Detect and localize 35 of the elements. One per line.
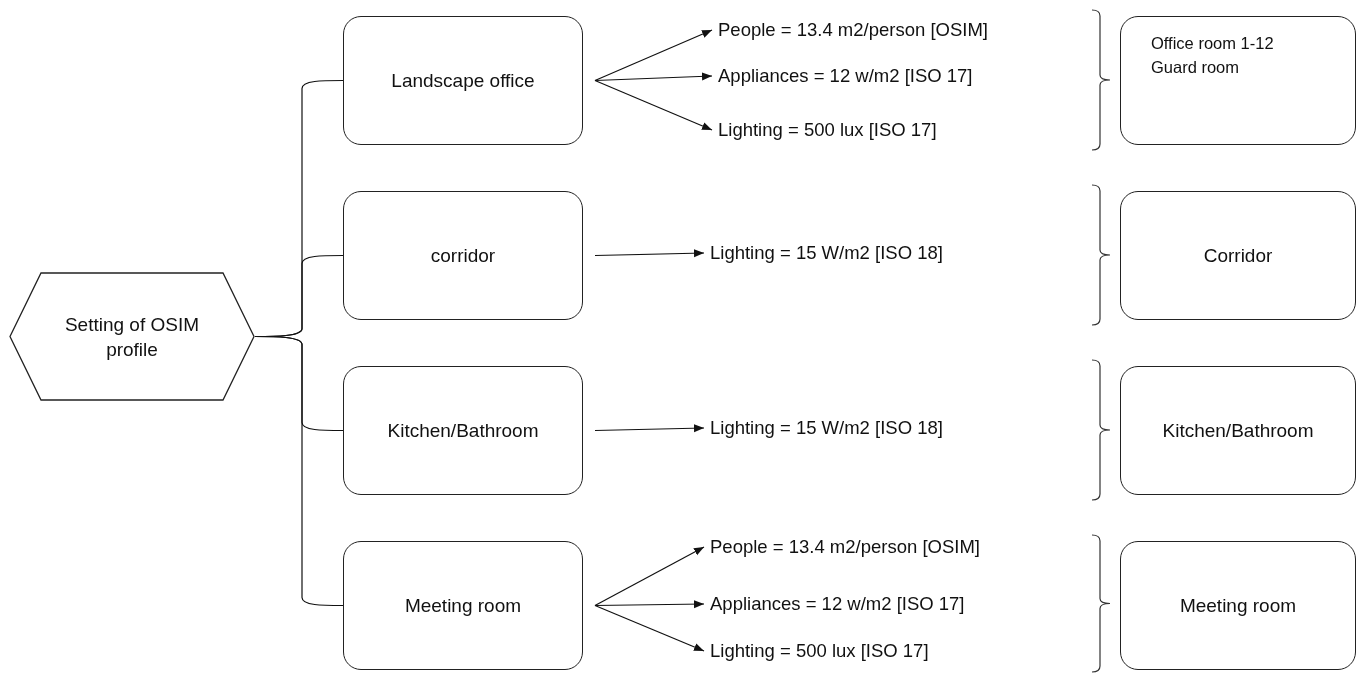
arrow (594, 72, 713, 82)
arrow (594, 546, 705, 607)
parameter-label: People = 13.4 m2/person [OSIM] (710, 536, 980, 558)
box-label: Kitchen/Bathroom (1162, 418, 1314, 443)
process-box (343, 191, 583, 320)
process-box (343, 366, 583, 495)
process-box (1120, 541, 1356, 670)
arrow (594, 29, 713, 82)
arrow (594, 424, 705, 433)
parameter-label: Appliances = 12 w/m2 [ISO 17] (710, 593, 965, 615)
box-label: Landscape office (391, 68, 535, 93)
box-label: Corridor (1203, 243, 1273, 268)
arrow (594, 604, 705, 652)
box-label: Meeting room (1179, 593, 1297, 618)
parameter-label: Lighting = 500 lux [ISO 17] (718, 119, 937, 141)
box-label: Office room 1-12 (1151, 33, 1274, 54)
parameter-label: Lighting = 500 lux [ISO 17] (710, 640, 929, 662)
arrow (594, 79, 713, 131)
arrow (594, 600, 705, 609)
box-label: Meeting room (404, 593, 522, 618)
process-box (1120, 366, 1356, 495)
arrow (594, 249, 705, 258)
connector-line (254, 335, 344, 607)
box-label: Guard room (1151, 57, 1240, 78)
process-box (343, 16, 583, 145)
process-box (343, 541, 583, 670)
parameter-label: Lighting = 15 W/m2 [ISO 18] (710, 417, 943, 439)
parameter-label: Lighting = 15 W/m2 [ISO 18] (710, 242, 943, 264)
process-box (1120, 191, 1356, 320)
box-label: corridor (430, 243, 496, 268)
box-label: Kitchen/Bathroom (387, 418, 539, 443)
process-box (1120, 16, 1356, 145)
parameter-label: Appliances = 12 w/m2 [ISO 17] (718, 65, 973, 87)
parameter-label: People = 13.4 m2/person [OSIM] (718, 19, 988, 41)
node-label: Setting of OSIM profile (63, 312, 201, 362)
